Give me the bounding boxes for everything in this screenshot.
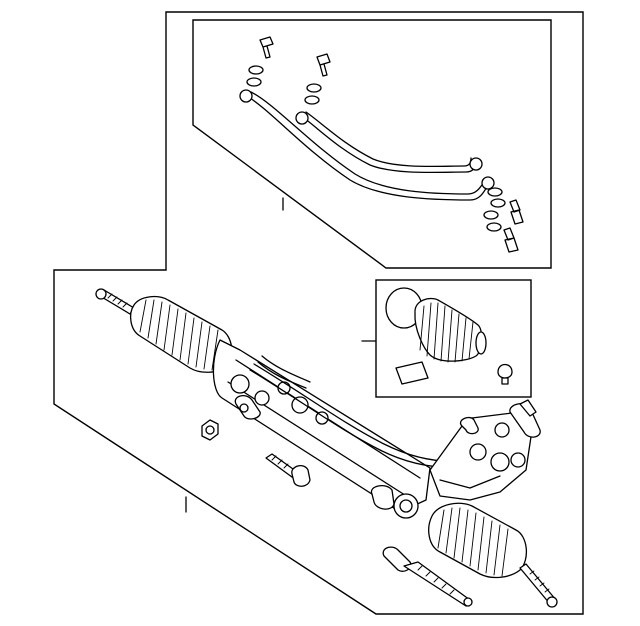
boot-kit (385, 287, 513, 385)
right-bellows-boot (428, 502, 527, 579)
banjo-bolt-3 (509, 199, 524, 225)
right-tie-rod (519, 563, 558, 608)
outer-frame (53, 11, 584, 615)
banjo-bolt-2 (316, 53, 331, 77)
valve-body (429, 399, 541, 501)
boot-kit-inset (375, 279, 532, 398)
small-clamp (497, 363, 513, 385)
grease-packet (395, 361, 429, 385)
bellows-boot-kit (414, 297, 483, 362)
rack-mount-bushing (370, 484, 419, 519)
rack-housing (212, 339, 431, 513)
inner-tie-rod (382, 546, 473, 607)
feed-line-fittings-right (483, 187, 524, 253)
banjo-bolt-4 (503, 227, 519, 253)
feed-lines-inset (192, 19, 552, 269)
seal-ring-4 (304, 95, 320, 105)
seal-ring-3 (306, 83, 322, 93)
seal-ring-2 (246, 77, 262, 87)
feed-line-fittings-left (246, 36, 331, 105)
banjo-bolt-1 (259, 36, 274, 59)
feed-lines (239, 89, 495, 201)
seal-ring-1 (248, 65, 264, 75)
mount-bolt (265, 453, 311, 487)
nut (201, 419, 219, 441)
left-tie-rod (95, 288, 135, 315)
